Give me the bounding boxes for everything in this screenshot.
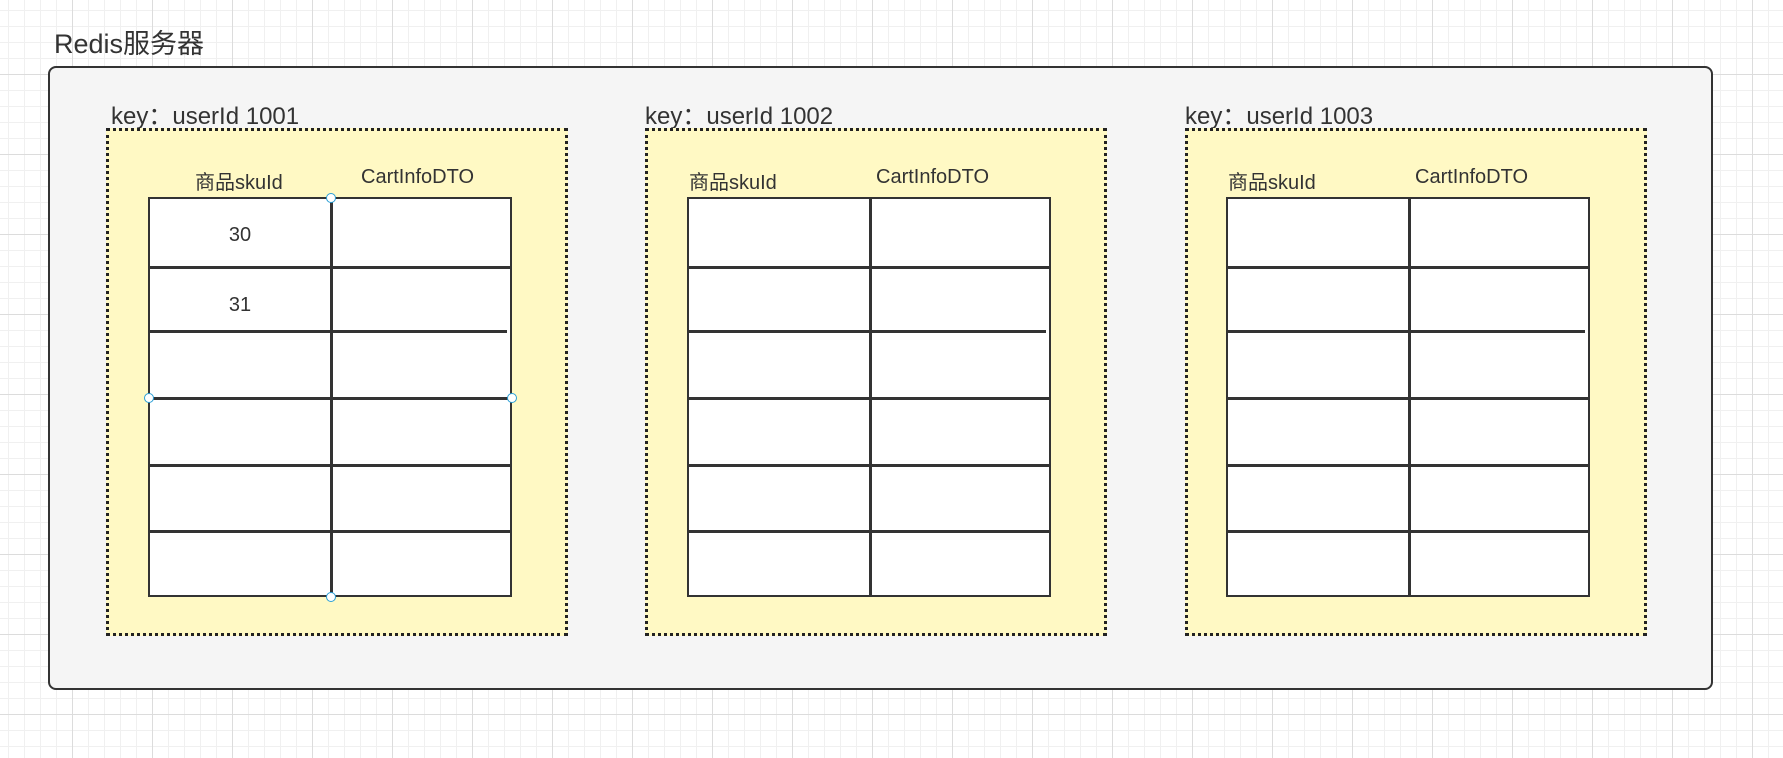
- row-divider: [689, 330, 1046, 333]
- row-divider: [150, 397, 510, 400]
- selection-handle[interactable]: [326, 592, 336, 602]
- row-divider: [689, 530, 1049, 533]
- hash-key-label: key：userId 1001: [111, 103, 300, 130]
- table-cell-sku: 31: [228, 294, 252, 316]
- table-cell-sku: 30: [228, 224, 252, 246]
- row-divider: [150, 530, 510, 533]
- column-header-sku: 商品skuId: [195, 172, 283, 194]
- row-divider: [150, 464, 510, 467]
- row-divider: [1228, 266, 1588, 269]
- selection-handle[interactable]: [507, 393, 517, 403]
- hash-table[interactable]: [1226, 197, 1590, 597]
- row-divider: [1228, 330, 1585, 333]
- column-header-sku: 商品skuId: [1228, 172, 1316, 194]
- column-header-cartinfo: CartInfoDTO: [1415, 166, 1528, 188]
- hash-table[interactable]: [687, 197, 1051, 597]
- row-divider: [1228, 397, 1588, 400]
- column-header-sku: 商品skuId: [689, 172, 777, 194]
- row-divider: [150, 266, 510, 269]
- column-header-cartinfo: CartInfoDTO: [876, 166, 989, 188]
- selection-handle[interactable]: [144, 393, 154, 403]
- hash-key-label: key：userId 1002: [645, 103, 834, 130]
- row-divider: [689, 266, 1049, 269]
- row-divider: [689, 464, 1049, 467]
- column-header-cartinfo: CartInfoDTO: [361, 166, 474, 188]
- row-divider: [689, 397, 1049, 400]
- server-title: Redis服务器: [54, 29, 205, 59]
- hash-key-label: key：userId 1003: [1185, 103, 1374, 130]
- row-divider: [1228, 464, 1588, 467]
- selection-handle[interactable]: [326, 193, 336, 203]
- row-divider: [1228, 530, 1588, 533]
- row-divider: [150, 330, 507, 333]
- hash-table[interactable]: 30 31: [148, 197, 512, 597]
